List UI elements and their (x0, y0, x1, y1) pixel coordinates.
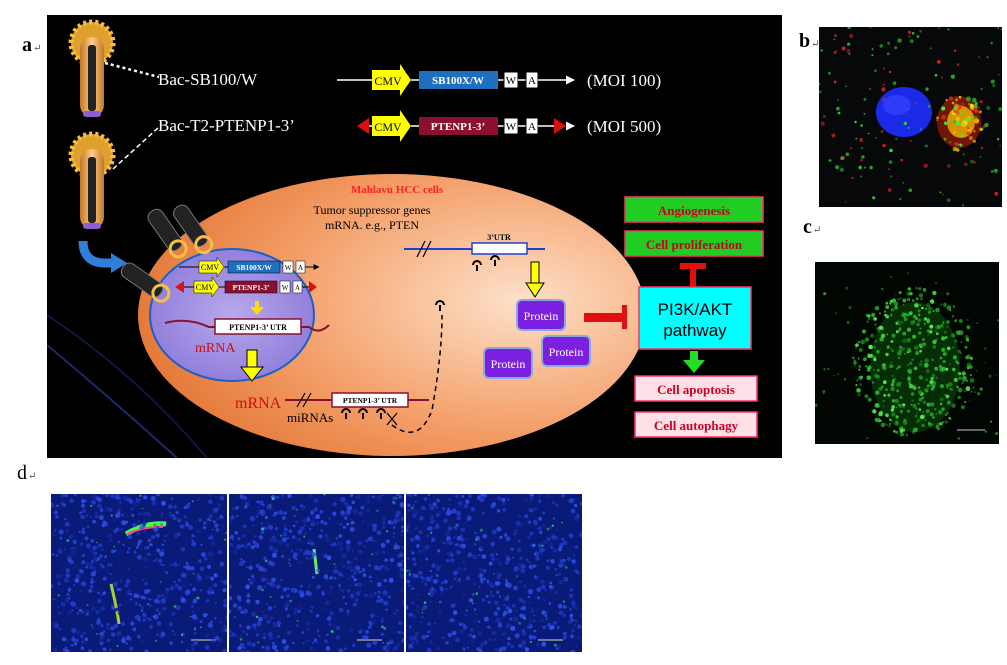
protein-node-1: Protein (516, 299, 566, 331)
svg-text:PI3K/AKT: PI3K/AKT (658, 300, 733, 319)
baculovirus-2-icon (68, 131, 116, 229)
pi3k-akt-node: PI3K/AKT pathway (638, 286, 752, 350)
svg-text:W: W (285, 264, 292, 272)
tissue-section-3 (406, 494, 582, 652)
svg-text:PTENP1-3’ UTR: PTENP1-3’ UTR (343, 396, 398, 405)
baculovirus-1-icon (68, 19, 116, 117)
nuclear-cassette-2: CMV PTENP1-3’ W A (175, 276, 317, 298)
svg-text:PTENP1-3’: PTENP1-3’ (232, 283, 269, 292)
svg-text:Bac-SB100/W: Bac-SB100/W (158, 70, 258, 89)
svg-text:A: A (298, 264, 303, 272)
svg-text:CMV: CMV (201, 263, 219, 272)
svg-text:Cell autophagy: Cell autophagy (654, 418, 739, 433)
svg-text:(MOI 100): (MOI 100) (587, 71, 661, 90)
protein-node-2: Protein (541, 335, 591, 367)
vector-1-cassette: Bac-SB100/W CMV SB100X/W W A (MOI 100) (158, 64, 661, 96)
svg-text:Cell proliferation: Cell proliferation (646, 237, 743, 252)
autophagy-box: Cell autophagy (634, 411, 758, 438)
vector-2-cassette: Bac-T2-PTENP1-3’ CMV PTENP1-3’ W A (MOI … (158, 110, 661, 142)
panel-label-c: c↵ (803, 216, 822, 238)
svg-text:SB100X/W: SB100X/W (236, 263, 272, 272)
svg-text:Protein: Protein (549, 345, 584, 359)
svg-text:PTENP1-3’: PTENP1-3’ (431, 121, 485, 133)
svg-text:mRNA: mRNA (195, 341, 236, 356)
svg-text:CMV: CMV (374, 120, 402, 134)
svg-text:Protein: Protein (524, 309, 559, 323)
entry-arrow-icon (78, 240, 113, 268)
proliferation-box: Cell proliferation (624, 230, 764, 257)
svg-text:A: A (528, 75, 536, 87)
svg-text:3’UTR: 3’UTR (487, 233, 511, 242)
apoptosis-box: Cell apoptosis (634, 375, 758, 402)
nuclear-cassette-1: CMV SB100X/W W A (179, 256, 320, 278)
tissue-section-1 (51, 494, 227, 652)
panel-label-a: a↵ (22, 34, 42, 56)
fluorescence-image-c (815, 262, 999, 444)
panel-label-d: d↵ (17, 462, 37, 484)
svg-text:Angiogenesis: Angiogenesis (658, 203, 730, 218)
svg-text:CMV: CMV (196, 283, 214, 292)
angiogenesis-box: Angiogenesis (624, 196, 764, 223)
tissue-section-2 (229, 494, 404, 652)
svg-text:W: W (506, 121, 517, 133)
svg-text:PTENP1-3’ UTR: PTENP1-3’ UTR (229, 323, 287, 332)
svg-text:(MOI 500): (MOI 500) (587, 117, 661, 136)
svg-text:Protein: Protein (491, 357, 526, 371)
svg-text:mRNA: mRNA (235, 395, 282, 412)
svg-text:W: W (506, 75, 517, 87)
svg-text:CMV: CMV (374, 74, 402, 88)
svg-text:Bac-T2-PTENP1-3’: Bac-T2-PTENP1-3’ (158, 116, 295, 135)
svg-text:SB100X/W: SB100X/W (432, 75, 484, 87)
svg-text:pathway: pathway (663, 321, 727, 340)
svg-text:miRNAs: miRNAs (287, 410, 333, 425)
panel-label-b: b↵ (799, 30, 820, 52)
schematic-panel: Bac-SB100/W CMV SB100X/W W A (MOI 100) B… (47, 15, 782, 458)
entering-baculovirus-icons (120, 204, 214, 303)
svg-text:Tumor suppressor genes: Tumor suppressor genes (314, 203, 431, 217)
fluorescence-image-b (819, 27, 1002, 207)
svg-text:A: A (528, 121, 536, 133)
svg-text:mRNA. e.g., PTEN: mRNA. e.g., PTEN (325, 218, 419, 232)
protein-node-3: Protein (483, 347, 533, 379)
svg-text:A: A (295, 284, 300, 292)
svg-text:W: W (282, 284, 289, 292)
svg-text:Mahlavu HCC cells: Mahlavu HCC cells (351, 184, 444, 196)
svg-text:Cell apoptosis: Cell apoptosis (657, 382, 735, 397)
